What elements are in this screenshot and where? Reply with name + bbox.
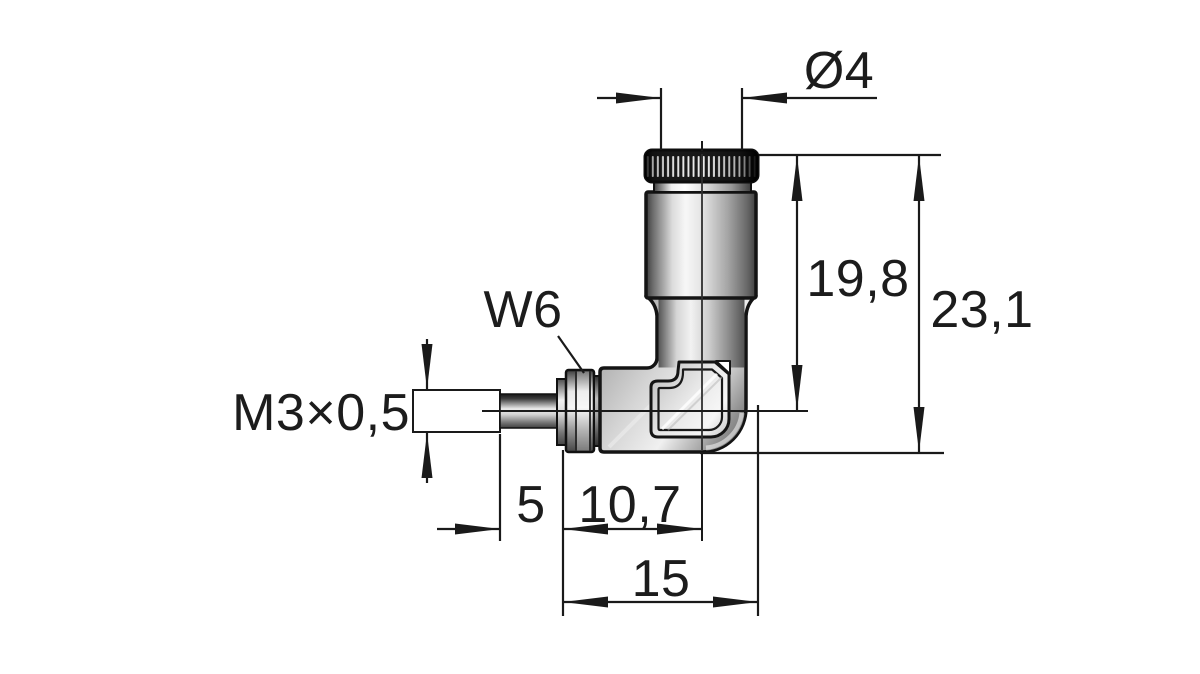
dim-label-thread-length: 5	[516, 476, 545, 534]
wrench-leader-line	[557, 335, 585, 374]
elbow-corner-highlight	[705, 412, 745, 451]
dim-label-total-length: 15	[632, 550, 691, 608]
dim-label-thread: M3×0,5	[232, 384, 410, 442]
barrel-body	[644, 190, 758, 300]
dim-label-upper-height: 19,8	[806, 250, 909, 308]
dim-label-elbow-length: 10,7	[578, 476, 681, 534]
dim-label-total-height: 23,1	[930, 281, 1033, 339]
centerlines	[482, 141, 808, 541]
dim-label-diameter: Ø4	[804, 42, 874, 100]
dimension-lines	[421, 88, 944, 616]
panel-specular-streak	[660, 372, 719, 431]
dim-label-wrench: W6	[484, 281, 563, 339]
panel-shadow-streak	[667, 376, 723, 431]
connector-part	[412, 148, 760, 454]
panel-inner-outline	[657, 368, 724, 432]
